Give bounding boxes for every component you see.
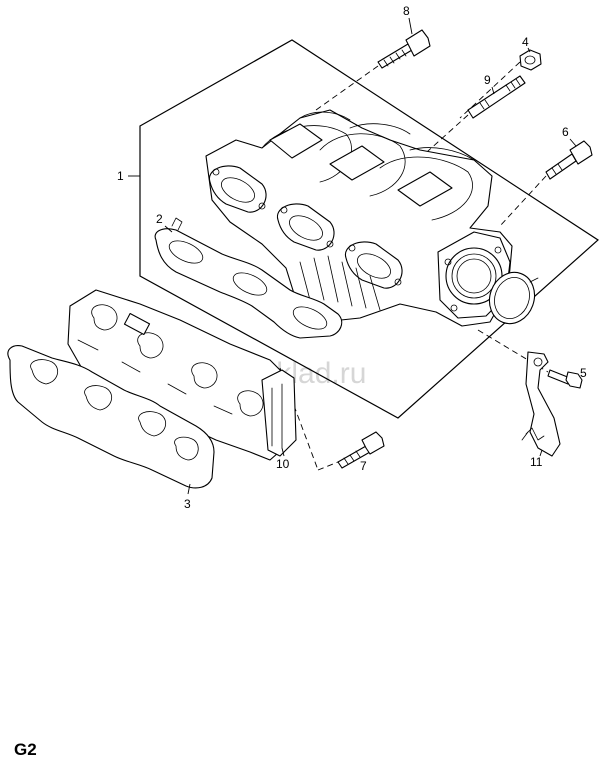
nut-4[interactable] <box>519 49 542 71</box>
leader-line <box>281 447 285 457</box>
callout-7: 7 <box>360 459 367 473</box>
intake-manifold[interactable] <box>205 109 513 327</box>
bolt-7[interactable] <box>337 431 385 469</box>
leader-line <box>527 47 531 53</box>
callout-1: 1 <box>117 169 124 183</box>
leader-line <box>187 483 191 495</box>
alignment-line <box>279 367 319 471</box>
callout-3: 3 <box>184 497 191 511</box>
leader-line <box>164 225 173 233</box>
callout-10: 10 <box>276 457 290 471</box>
alignment-line <box>315 65 379 111</box>
leader-line <box>408 17 413 35</box>
leader-line <box>539 449 543 457</box>
callout-5: 5 <box>580 366 587 380</box>
alignment-line <box>499 175 547 227</box>
callout-11: 11 <box>530 455 543 469</box>
alignment-line <box>317 461 339 471</box>
callout-2: 2 <box>156 212 163 226</box>
callout-6: 6 <box>562 125 569 139</box>
leader-line <box>569 138 577 147</box>
alignment-line <box>477 329 549 373</box>
alignment-line <box>417 114 469 161</box>
leader-line <box>491 86 495 95</box>
throttle-gasket[interactable] <box>482 266 541 330</box>
exhaust-gasket[interactable] <box>7 345 215 489</box>
callout-8: 8 <box>403 4 410 18</box>
callout-9: 9 <box>484 73 491 87</box>
assembly-frame <box>139 39 599 419</box>
callout-4: 4 <box>522 35 529 49</box>
bolt-8[interactable] <box>377 29 431 69</box>
bracket-11[interactable] <box>521 351 561 457</box>
intake-gasket[interactable] <box>154 217 343 339</box>
bolt-6[interactable] <box>545 140 593 180</box>
exhaust-manifold[interactable] <box>67 289 297 461</box>
alignment-line <box>459 61 521 119</box>
stud-9[interactable] <box>467 75 526 119</box>
bolt-5[interactable] <box>547 369 583 389</box>
page-code: G2 <box>14 740 37 759</box>
